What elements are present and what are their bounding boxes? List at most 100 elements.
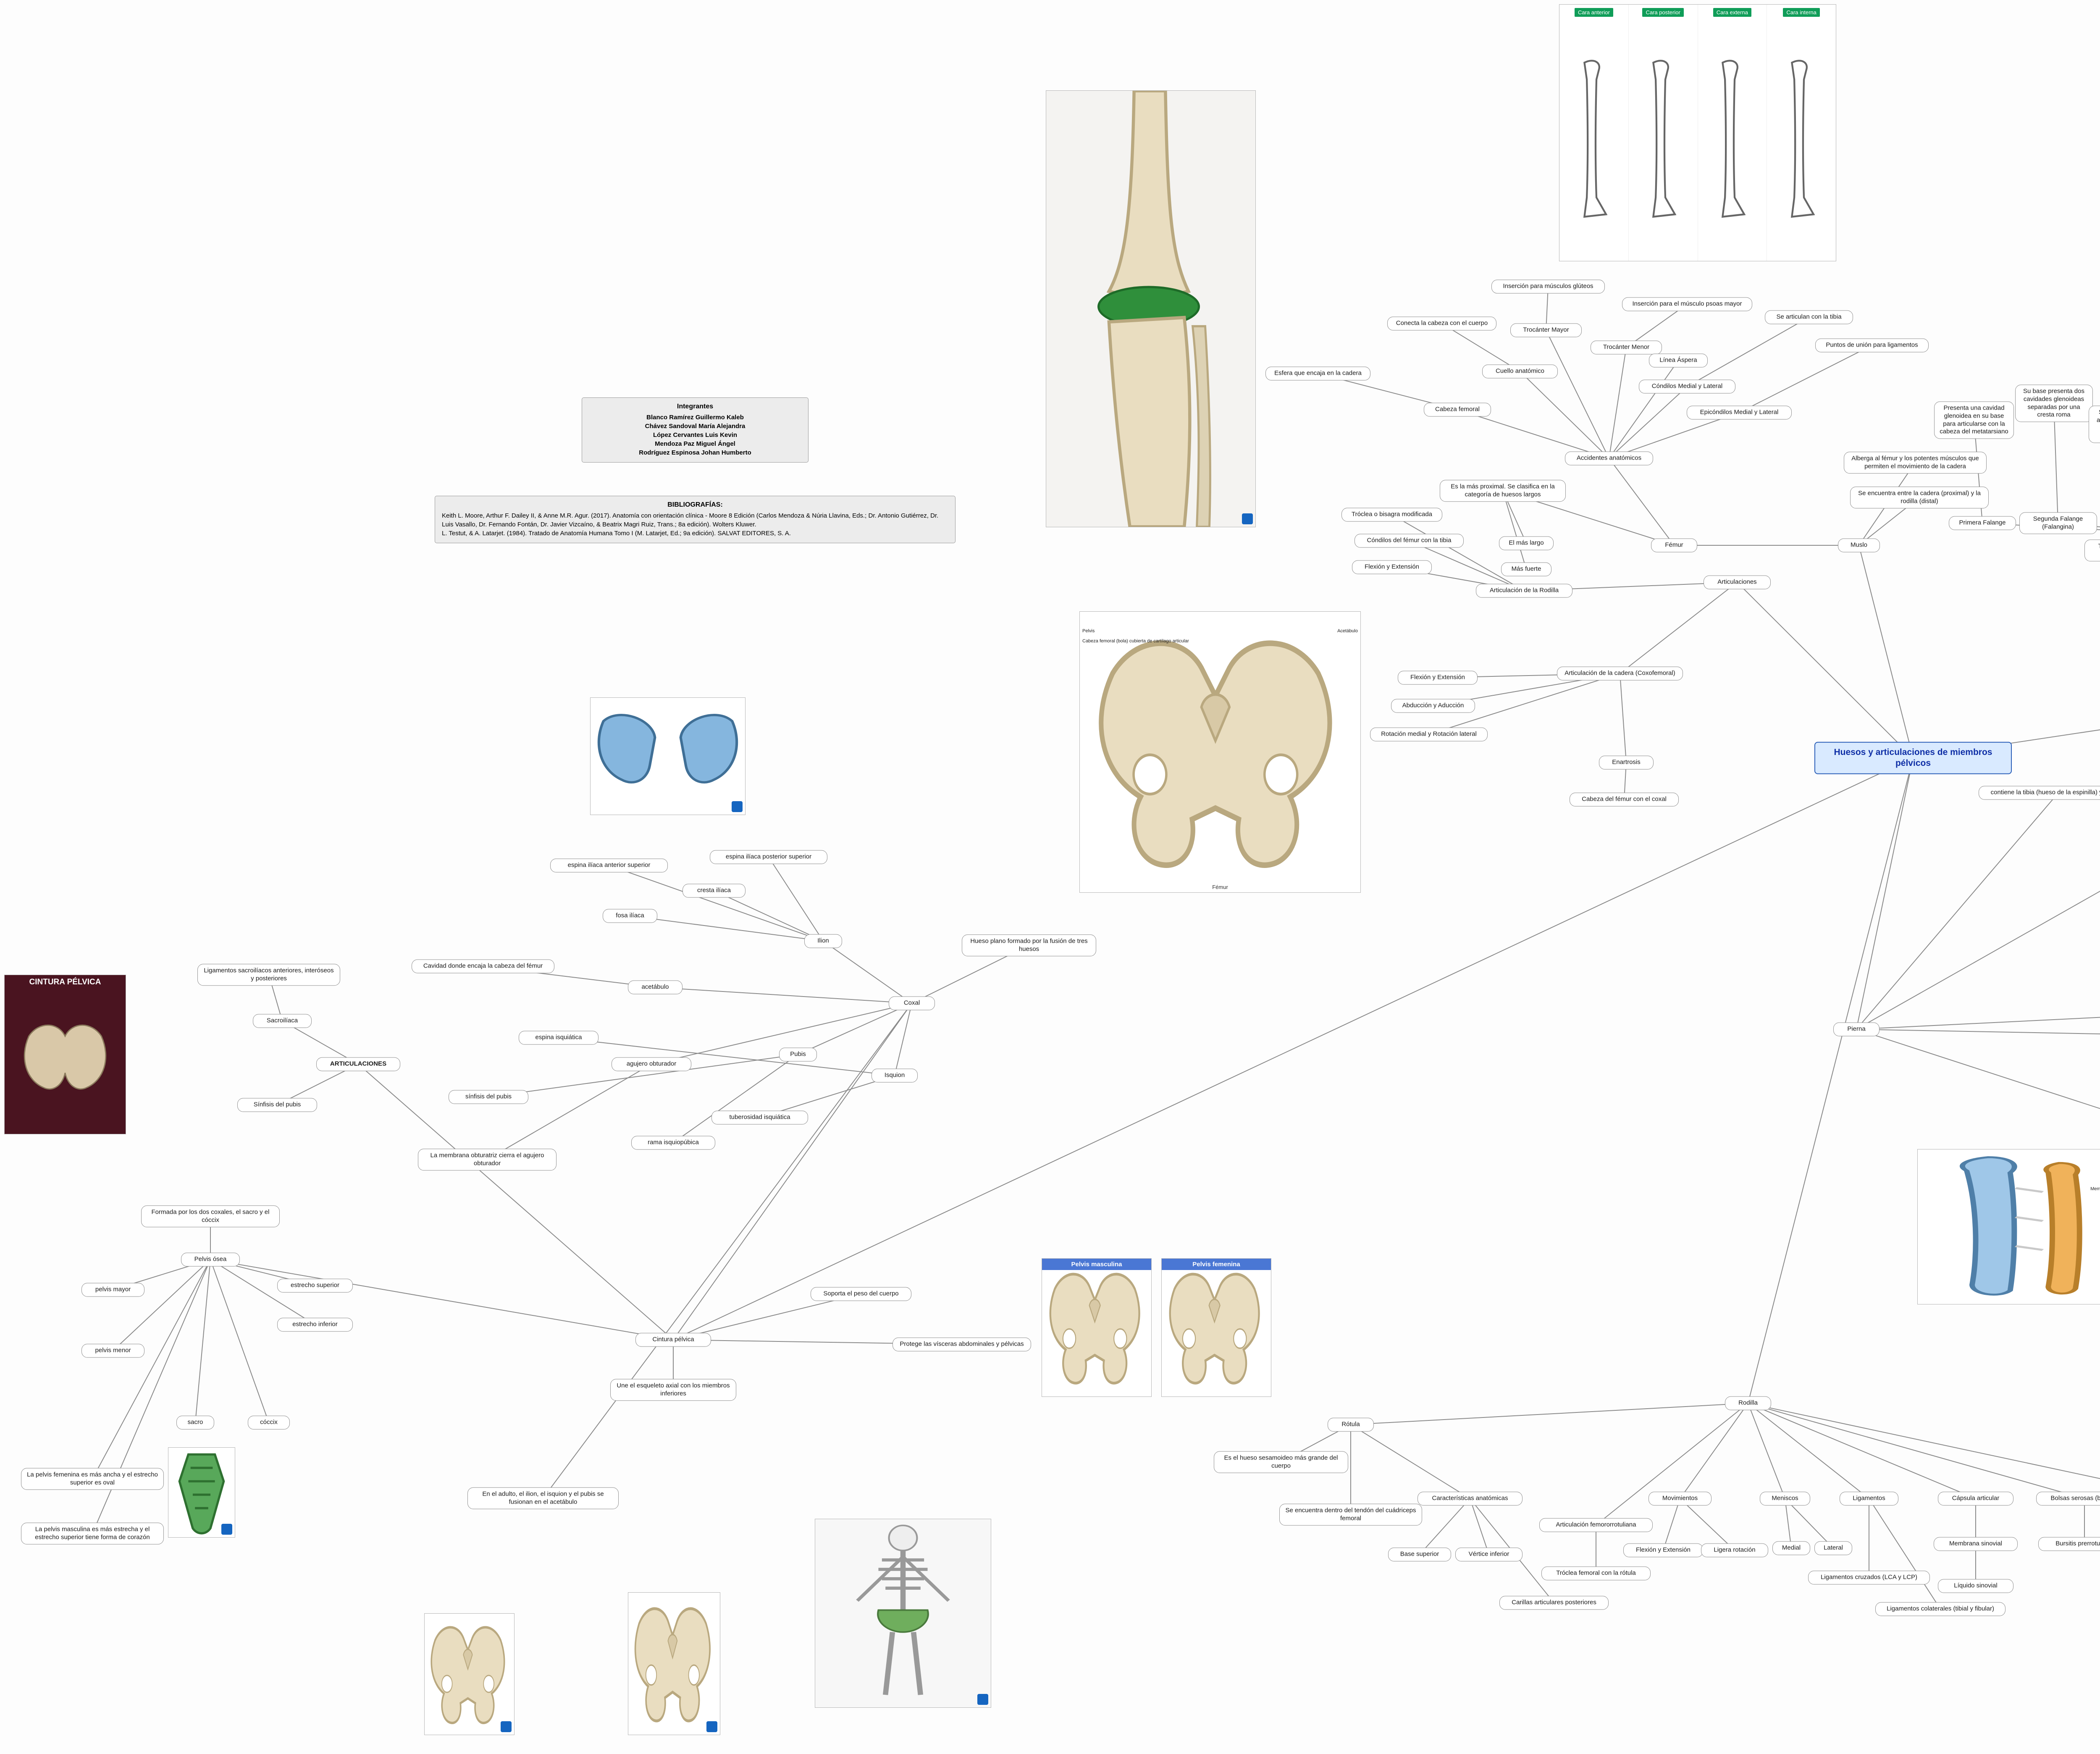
concept-node-cabfem[interactable]: Cabeza femoral bbox=[1424, 402, 1491, 417]
concept-node-acet_d[interactable]: Cavidad donde encaja la cabeza del fémur bbox=[412, 959, 554, 973]
concept-node-fem_d3[interactable]: Más fuerte bbox=[1501, 562, 1551, 576]
concept-node-coccix[interactable]: cóccix bbox=[248, 1415, 290, 1430]
concept-node-mov2[interactable]: Ligera rotación bbox=[1701, 1543, 1768, 1557]
concept-node-artic2[interactable]: ARTICULACIONES bbox=[316, 1057, 400, 1071]
concept-node-aguj[interactable]: agujero obturador bbox=[612, 1057, 691, 1071]
image-pelvis-femenina[interactable]: Pelvis femenina bbox=[1161, 1258, 1271, 1397]
concept-node-cadm3[interactable]: Rotación medial y Rotación lateral bbox=[1370, 727, 1488, 742]
concept-node-eips[interactable]: espina ilíaca posterior superior bbox=[710, 850, 827, 864]
concept-node-enart_d[interactable]: Cabeza del fémur con el coxal bbox=[1570, 792, 1679, 807]
concept-node-cond_d[interactable]: Se articulan con la tibia bbox=[1765, 310, 1853, 324]
concept-node-artsac[interactable]: Sacroilíaca bbox=[253, 1014, 312, 1028]
concept-node-movs[interactable]: Movimientos bbox=[1648, 1491, 1712, 1506]
concept-node-enart[interactable]: Enartrosis bbox=[1599, 755, 1654, 770]
concept-node-femrot[interactable]: Articulación femororrotuliana bbox=[1539, 1518, 1653, 1532]
concept-node-pmen[interactable]: pelvis menor bbox=[81, 1344, 144, 1358]
concept-node-trmen_d[interactable]: Inserción para el músculo psoas mayor bbox=[1622, 297, 1752, 311]
concept-node-trmay_d[interactable]: Inserción para músculos glúteos bbox=[1491, 279, 1605, 294]
concept-node-ilion[interactable]: Ilion bbox=[804, 934, 842, 948]
concept-node-cresta[interactable]: cresta ilíaca bbox=[682, 884, 746, 898]
concept-node-rotula[interactable]: Rótula bbox=[1328, 1417, 1374, 1432]
concept-node-rot_d2[interactable]: Se encuentra dentro del tendón del cuádr… bbox=[1279, 1504, 1422, 1525]
concept-node-trmen[interactable]: Trocánter Menor bbox=[1591, 340, 1662, 355]
concept-node-muslo[interactable]: Muslo bbox=[1838, 538, 1880, 552]
concept-node-menis[interactable]: Meniscos bbox=[1760, 1491, 1810, 1506]
concept-node-tubisq[interactable]: tuberosidad isquiática bbox=[711, 1110, 808, 1125]
concept-node-carillas[interactable]: Carillas articulares posteriores bbox=[1499, 1596, 1609, 1610]
concept-node-sinf[interactable]: sínfisis del pubis bbox=[449, 1090, 528, 1104]
concept-node-acet[interactable]: acetábulo bbox=[628, 980, 682, 994]
concept-node-artrod[interactable]: Articulación de la Rodilla bbox=[1476, 584, 1572, 598]
concept-node-cuello_d2[interactable]: Conecta la cabeza con el cuerpo bbox=[1387, 316, 1496, 331]
concept-node-men2[interactable]: Lateral bbox=[1814, 1541, 1852, 1555]
concept-node-ligs[interactable]: Ligamentos bbox=[1840, 1491, 1898, 1506]
concept-node-acet_fus[interactable]: En el adulto, el ilion, el isquion y el … bbox=[467, 1487, 619, 1509]
concept-node-estri[interactable]: estrecho inferior bbox=[277, 1317, 353, 1332]
concept-node-sacro[interactable]: sacro bbox=[176, 1415, 214, 1430]
concept-node-artcad[interactable]: Articulación de la cadera (Coxofemoral) bbox=[1557, 666, 1683, 681]
concept-node-men1[interactable]: Medial bbox=[1772, 1541, 1810, 1555]
concept-node-artsinf[interactable]: Sínfisis del pubis bbox=[237, 1098, 317, 1112]
concept-node-cint[interactable]: Cintura pélvica bbox=[635, 1333, 711, 1347]
concept-node-rot_d1[interactable]: Es el hueso sesamoideo más grande del cu… bbox=[1214, 1451, 1348, 1473]
concept-node-base[interactable]: Base superior bbox=[1388, 1547, 1451, 1562]
concept-node-burs[interactable]: Bursitis prerrotuliana bbox=[2038, 1537, 2100, 1551]
concept-node-fem_d2[interactable]: El más largo bbox=[1499, 536, 1554, 550]
concept-node-artics[interactable]: Articulaciones bbox=[1704, 575, 1771, 589]
concept-node-caps[interactable]: Cápsula articular bbox=[1938, 1491, 2013, 1506]
concept-node-x1[interactable]: Ligamentos sacroilíacos anteriores, inte… bbox=[197, 964, 340, 986]
concept-node-lig2[interactable]: Ligamentos colaterales (tibial y fibular… bbox=[1875, 1602, 2006, 1616]
concept-node-cadm2[interactable]: Abducción y Aducción bbox=[1391, 699, 1475, 713]
image-cintura-pelvica[interactable]: CINTURA PÉLVICA bbox=[4, 975, 126, 1134]
concept-node-prot[interactable]: Protege las vísceras abdominales y pélvi… bbox=[892, 1337, 1031, 1352]
concept-node-estrs[interactable]: estrecho superior bbox=[277, 1278, 353, 1293]
concept-node-x2[interactable]: La membrana obturatriz cierra el agujero… bbox=[418, 1149, 556, 1170]
concept-node-epic[interactable]: Epicóndilos Medial y Lateral bbox=[1687, 405, 1792, 420]
concept-node-coxal[interactable]: Coxal bbox=[889, 996, 935, 1010]
concept-node-peso[interactable]: Soporta el peso del cuerpo bbox=[811, 1287, 911, 1301]
image-esqueleto[interactable] bbox=[815, 1519, 991, 1708]
image-coxal-1[interactable] bbox=[424, 1613, 514, 1735]
concept-node-rod_t2[interactable]: Cóndilos del fémur con la tibia bbox=[1354, 534, 1464, 548]
integrantes-panel[interactable]: Integrantes Blanco Ramírez Guillermo Kal… bbox=[582, 397, 808, 463]
concept-node-fem_d1[interactable]: Es la más proximal. Se clasifica en la c… bbox=[1440, 480, 1566, 502]
concept-node-cint_d[interactable]: Une el esqueleto axial con los miembros … bbox=[610, 1379, 736, 1401]
concept-node-rod_t1[interactable]: Tróclea o bisagra modificada bbox=[1341, 508, 1442, 522]
concept-node-pelvis[interactable]: Pelvis ósea bbox=[181, 1252, 240, 1267]
concept-node-fal1[interactable]: Primera Falange bbox=[1949, 516, 2016, 530]
concept-node-linea[interactable]: Línea Áspera bbox=[1649, 353, 1708, 368]
concept-node-cond[interactable]: Cóndilos Medial y Lateral bbox=[1639, 379, 1735, 394]
concept-node-pelvis_d[interactable]: Formada por los dos coxales, el sacro y … bbox=[141, 1205, 280, 1227]
concept-node-rodilla[interactable]: Rodilla bbox=[1725, 1396, 1771, 1410]
concept-node-cuello[interactable]: Cuello anatómico bbox=[1482, 364, 1558, 379]
concept-node-hub[interactable]: Huesos y articulaciones de miembros pélv… bbox=[1814, 742, 2012, 774]
concept-node-liq[interactable]: Líquido sinovial bbox=[1938, 1579, 2013, 1593]
concept-node-bolsas[interactable]: Bolsas serosas (bursas) bbox=[2036, 1491, 2100, 1506]
image-tibia-fibula-color[interactable]: TibiaFíbulaMembrana interósea bbox=[1917, 1149, 2100, 1304]
concept-node-fal2[interactable]: Segunda Falange (Falangina) bbox=[2019, 512, 2097, 534]
concept-node-fald2[interactable]: Su base presenta dos cavidades glenoidea… bbox=[2015, 384, 2093, 422]
concept-node-pierna[interactable]: Pierna bbox=[1833, 1022, 1880, 1036]
concept-node-fal3[interactable]: Tercera Falange (Falangeta) bbox=[2084, 539, 2100, 561]
concept-node-fald3[interactable]: Su extremo distal es aplanado en forma d… bbox=[2088, 405, 2100, 443]
image-sacro[interactable] bbox=[168, 1447, 235, 1538]
image-coxales-azules[interactable] bbox=[590, 697, 746, 815]
concept-node-epic_d[interactable]: Puntos de unión para ligamentos bbox=[1815, 338, 1929, 352]
image-coxal-2[interactable] bbox=[628, 1592, 720, 1735]
concept-node-rod_t3[interactable]: Flexión y Extensión bbox=[1352, 560, 1432, 574]
concept-node-fosa[interactable]: fosa ilíaca bbox=[603, 909, 657, 923]
bibliografia-panel[interactable]: BIBLIOGRAFÍAS: Keith L. Moore, Arthur F.… bbox=[435, 496, 956, 543]
concept-node-femur[interactable]: Fémur bbox=[1651, 538, 1697, 552]
concept-node-mov1[interactable]: Flexión y Extensión bbox=[1623, 1543, 1703, 1557]
concept-node-cuello_d1[interactable]: Esfera que encaja en la cadera bbox=[1265, 366, 1370, 381]
concept-node-isquion[interactable]: Isquion bbox=[872, 1068, 918, 1083]
concept-node-coxal_d[interactable]: Hueso plano formado por la fusión de tre… bbox=[962, 934, 1096, 956]
concept-node-espisq[interactable]: espina isquiática bbox=[519, 1031, 598, 1045]
concept-node-vert[interactable]: Vértice inferior bbox=[1455, 1547, 1522, 1562]
image-pelvis-masculina[interactable]: Pelvis masculina bbox=[1042, 1258, 1152, 1397]
concept-node-cadm1[interactable]: Flexión y Extensión bbox=[1398, 671, 1478, 685]
concept-node-trmay[interactable]: Trocánter Mayor bbox=[1510, 323, 1582, 337]
concept-node-rama[interactable]: rama isquiopúbica bbox=[631, 1136, 715, 1150]
